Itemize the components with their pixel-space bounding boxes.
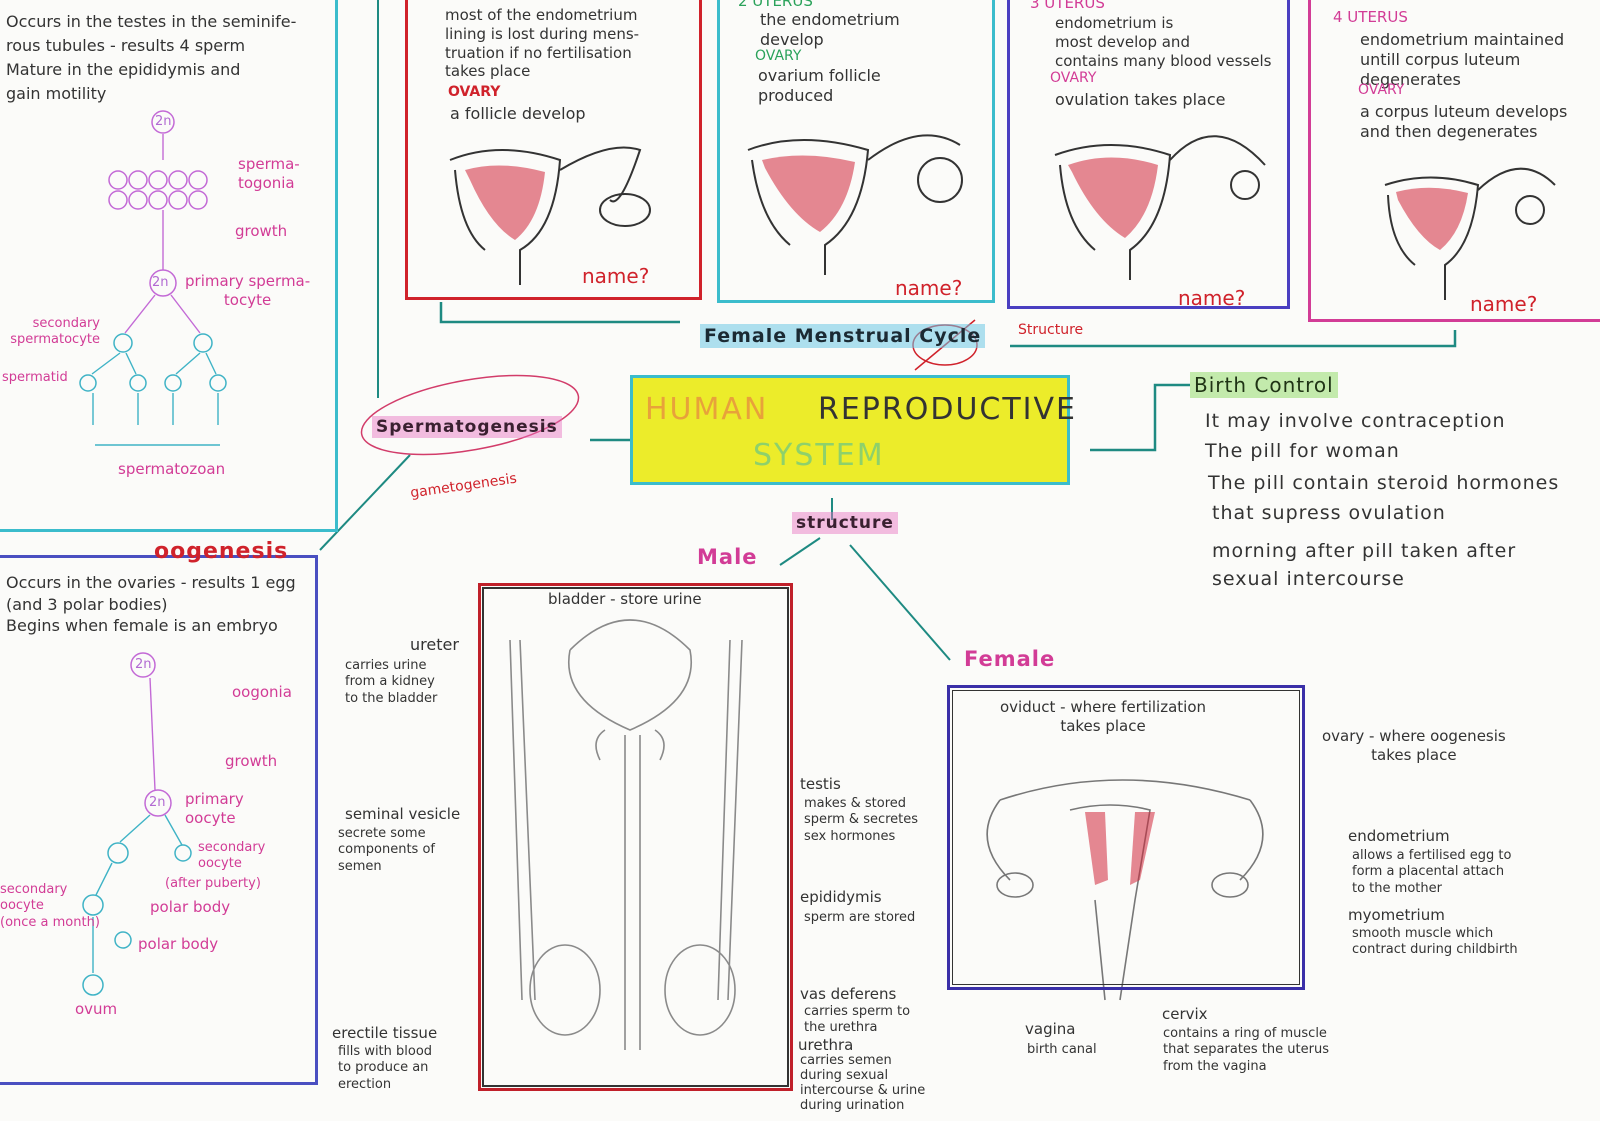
cycle3-name: name? <box>1178 286 1246 310</box>
birth-control-item-4: that supress ovulation <box>1212 502 1446 524</box>
cycle1-ovary-text: a follicle develop <box>450 104 586 123</box>
cycle4-uterus-text: endometrium maintained untill corpus lut… <box>1360 30 1565 89</box>
male-seminal-desc: secrete some components of semen <box>338 826 435 874</box>
cycle2-ovary-label: OVARY <box>755 48 802 64</box>
cycle3-heading: 3 UTERUS <box>1030 0 1105 12</box>
oogenesis-desc: Occurs in the ovaries - results 1 egg (a… <box>6 573 296 636</box>
primary-spermatocyte-label: primary sperma- tocyte <box>185 272 311 309</box>
center-word-system: SYSTEM <box>753 438 885 473</box>
cycle1-ovary-label: OVARY <box>448 84 501 100</box>
cycle-panel-1 <box>405 0 702 300</box>
spermatogenesis-panel <box>0 0 338 532</box>
after-puberty-label: (after puberty) <box>165 876 261 891</box>
primary-oocyte-label: primary oocyte <box>185 790 244 827</box>
male-testis-label: testis <box>800 775 841 793</box>
sperm-2n-primary: 2n <box>152 275 169 290</box>
oo-2n-primary: 2n <box>149 795 166 810</box>
spermatozoan-label: spermatozoan <box>118 460 226 478</box>
cycle1-name: name? <box>582 264 650 288</box>
female-cervix-desc: contains a ring of muscle that separates… <box>1163 1026 1329 1074</box>
female-oviduct-label: oviduct - where fertilization takes plac… <box>1000 698 1207 735</box>
birth-control-item-2: The pill for woman <box>1205 440 1400 462</box>
male-urethra-desc: carries semen during sexual intercourse … <box>800 1053 926 1113</box>
cycle-panel-3 <box>1007 0 1290 309</box>
male-bladder-label: bladder - store urine <box>548 590 702 608</box>
birth-control-node: Birth Control <box>1190 372 1338 398</box>
oogonia-label: oogonia <box>232 683 292 701</box>
central-title-box: HUMAN REPRODUCTIVE SYSTEM <box>630 375 1075 485</box>
birth-control-item-3: The pill contain steroid hormones <box>1208 472 1560 494</box>
female-ovary-label: ovary - where oogenesis takes place <box>1322 727 1506 764</box>
center-word-reproductive: REPRODUCTIVE <box>818 392 1078 427</box>
female-vagina-desc: birth canal <box>1027 1042 1097 1057</box>
male-erectile-desc: fills with blood to produce an erection <box>338 1044 433 1092</box>
male-urethra-label: urethra <box>798 1036 854 1054</box>
cycle2-uterus-text: the endometrium develop <box>760 10 900 49</box>
birth-control-item-5: morning after pill taken after <box>1212 540 1517 562</box>
cycle2-heading: 2 UTERUS <box>738 0 813 10</box>
spermatogenesis-node: Spermatogenesis <box>372 416 562 438</box>
male-vas-desc: carries sperm to the urethra <box>804 1004 911 1036</box>
male-ureter-desc: carries urine from a kidney to the bladd… <box>345 658 438 706</box>
sperm-growth-label: growth <box>235 222 288 240</box>
female-vagina-label: vagina <box>1025 1020 1076 1038</box>
birth-control-item-1: It may involve contraception <box>1205 410 1506 432</box>
cycle3-ovary-label: OVARY <box>1050 70 1097 86</box>
cycle2-ovary-text: ovarium follicle produced <box>758 66 881 105</box>
oo-2n-top: 2n <box>135 657 152 672</box>
male-seminal-vesicle-label: seminal vesicle <box>345 805 461 823</box>
female-myometrium-desc: smooth muscle which contract during chil… <box>1352 926 1518 958</box>
male-vas-deferens-label: vas deferens <box>800 985 897 1003</box>
male-panel <box>478 583 793 1091</box>
female-node: Female <box>964 647 1056 671</box>
sperm-2n-top: 2n <box>155 114 172 129</box>
male-ureter-label: ureter <box>410 635 459 654</box>
spermatogenesis-desc: Occurs in the testes in the seminife- ro… <box>6 12 297 103</box>
cycle3-ovary-text: ovulation takes place <box>1055 90 1226 109</box>
structure-node: structure <box>792 512 898 534</box>
cycle1-uterus-text: most of the endometrium lining is lost d… <box>445 6 640 81</box>
menstrual-cycle-node: Female Menstrual Cycle <box>700 324 986 348</box>
secondary-spermatocyte-label: secondary spermatocyte <box>10 316 100 348</box>
cycle-panel-2 <box>717 0 995 303</box>
cycle2-name: name? <box>895 276 963 300</box>
spermatid-label: spermatid <box>2 370 68 385</box>
ovum-label: ovum <box>75 1000 118 1018</box>
female-cervix-label: cervix <box>1162 1005 1208 1023</box>
cycle4-name: name? <box>1470 292 1538 316</box>
male-erectile-label: erectile tissue <box>332 1024 438 1042</box>
cycle4-ovary-label: OVARY <box>1358 82 1405 98</box>
secondary-oocyte-left-label: secondary oocyte (once a month) <box>0 882 100 930</box>
oo-growth-label: growth <box>225 752 278 770</box>
female-panel <box>947 685 1305 990</box>
female-endometrium-label: endometrium <box>1348 827 1450 845</box>
male-node: Male <box>697 545 758 569</box>
menstrual-cycle-note: Structure <box>1018 322 1084 338</box>
female-myometrium-label: myometrium <box>1348 906 1445 924</box>
secondary-oocyte-label: secondary oocyte <box>198 840 266 872</box>
female-endometrium-desc: allows a fertilised egg to form a placen… <box>1352 848 1512 896</box>
oogenesis-node: oogenesis <box>154 539 289 564</box>
center-word-human: HUMAN <box>645 392 769 427</box>
polar-body-label-1: polar body <box>150 898 231 916</box>
spermatogonia-label: sperma- togonia <box>238 155 300 192</box>
male-testis-desc: makes & stored sperm & secretes sex horm… <box>804 796 919 844</box>
oogenesis-panel <box>0 555 318 1085</box>
cycle4-heading: 4 UTERUS <box>1333 8 1408 26</box>
male-epididymis-desc: sperm are stored <box>804 910 916 925</box>
cycle-panel-4 <box>1308 0 1600 322</box>
cycle4-ovary-text: a corpus luteum develops and then degene… <box>1360 102 1568 141</box>
cycle3-uterus-text: endometrium is most develop and contains… <box>1055 14 1272 70</box>
male-epididymis-label: epididymis <box>800 888 882 906</box>
polar-body-label-2: polar body <box>138 935 219 953</box>
birth-control-item-6: sexual intercourse <box>1212 568 1405 590</box>
